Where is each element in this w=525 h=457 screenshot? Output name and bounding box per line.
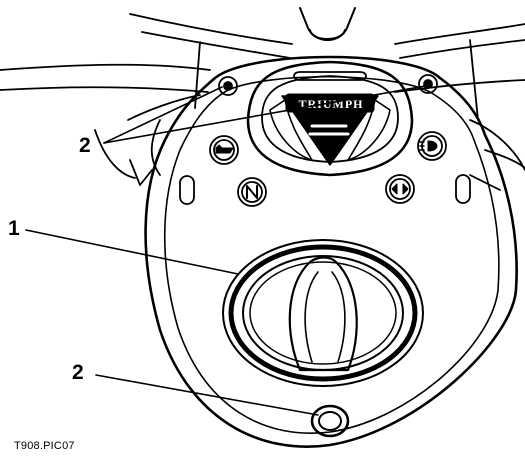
side-slot-right bbox=[455, 174, 471, 204]
leader-top-right bbox=[103, 85, 426, 144]
oil-can-icon bbox=[209, 135, 239, 165]
callout-2-bottom: 2 bbox=[72, 361, 84, 384]
headlight-icon bbox=[417, 131, 447, 161]
callout-2-top: 2 bbox=[79, 134, 91, 157]
turn-signal-icon bbox=[385, 174, 415, 204]
leader-ignition bbox=[25, 229, 239, 275]
leader-lines bbox=[25, 85, 426, 416]
leader-top-left bbox=[103, 86, 223, 144]
instrument-pod bbox=[246, 60, 414, 177]
mounting-screw-right bbox=[418, 74, 438, 94]
side-slot-left bbox=[179, 175, 195, 205]
handlebar-outline bbox=[0, 13, 525, 121]
neutral-icon bbox=[237, 177, 267, 207]
right-fork-bracket bbox=[469, 119, 525, 191]
top-clamp bbox=[299, 7, 356, 41]
left-fork-bracket bbox=[94, 94, 201, 186]
ignition-switch bbox=[222, 239, 424, 387]
callout-1-ignition: 1 bbox=[8, 217, 20, 240]
leader-bottom-screw bbox=[95, 374, 319, 416]
lower-mounting-screw bbox=[310, 404, 350, 438]
mounting-screw-left bbox=[218, 76, 238, 96]
figure-reference: T908.PIC07 bbox=[14, 440, 75, 452]
